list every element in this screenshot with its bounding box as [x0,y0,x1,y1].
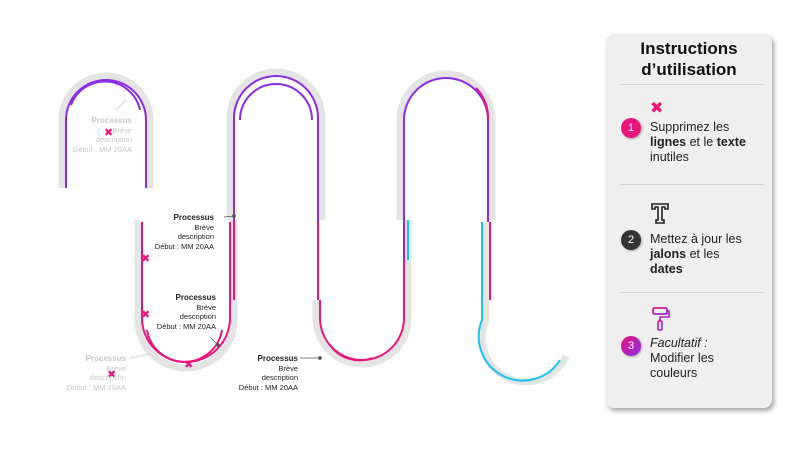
divider [620,184,764,185]
track-arch-1 [58,72,154,188]
track-tail [407,220,570,386]
delete-x-icon: ✖ [104,126,113,139]
milestone-connectors [115,99,322,360]
step-2-text: Mettez à jour les jalons et les dates [650,232,742,276]
delete-markers: ✖ ✖ ✖ ✖ ✖ [104,126,193,381]
delete-x-icon: ✖ [650,98,664,117]
delete-x-icon: ✖ [141,252,150,265]
roadmap-diagram: ✖ ✖ ✖ ✖ ✖ [58,68,570,386]
delete-x-icon: ✖ [107,368,116,381]
milestone-4: Processus Brève description Début : MM 2… [66,354,126,392]
step-1-text: Supprimez les lignes et le texte inutile… [650,120,746,164]
milestone-1: Processus Brève description Début : MM 2… [72,116,132,154]
delete-x-icon: ✖ [141,308,150,321]
track-u-2 [312,220,412,368]
step-3-text: Facultatif : Modifier les couleurs [650,336,714,380]
divider [620,84,764,85]
delete-x-icon: ✖ [184,358,193,371]
paint-roller-icon [652,307,670,331]
step-number-badge: 2 [621,230,641,250]
panel-title: Instructions d’utilisation [640,39,738,79]
track-arch-3 [396,70,496,260]
milestone-3: Processus Brève description Début : MM 2… [156,293,216,331]
instructions-panel: Instructions d’utilisation ✖ 1 Supprimez… [606,34,772,408]
milestone-2: Processus Brève description Début : MM 2… [154,213,214,251]
track-arch-2 [226,68,326,300]
step-number-badge: 1 [621,118,641,138]
milestone-5: Processus Brève description Début : MM 2… [238,354,298,392]
divider [620,292,764,293]
text-type-icon [651,203,669,224]
step-number-badge: 3 [621,336,641,356]
